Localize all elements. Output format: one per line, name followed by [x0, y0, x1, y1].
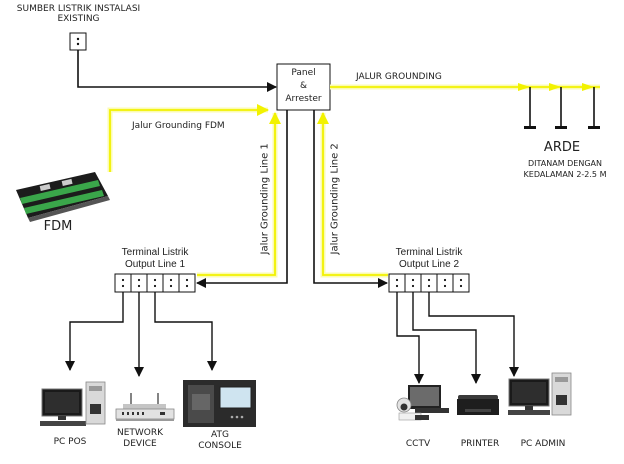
panel-label-line1: Panel	[291, 68, 316, 78]
terminal-1-label-line2: Output Line 1	[124, 259, 186, 270]
wire-pc-pos	[65, 292, 124, 371]
fdm-grounding-line	[107, 104, 269, 172]
wire-pc-admin	[428, 292, 519, 377]
grounding-line-1-label: Jalur Grounding Line 1	[259, 143, 271, 255]
wire-cctv	[396, 292, 424, 384]
terminal-block-1	[114, 273, 196, 293]
atg-console-label-line2: CONSOLE	[198, 441, 242, 451]
arde-note-line1: DITANAM DENGAN	[527, 159, 602, 168]
terminal-2-label-line2: Output Line 2	[398, 259, 460, 270]
power-line-1	[196, 110, 288, 288]
terminal-2-label-line1: Terminal Listrik	[395, 247, 463, 258]
wire-atg-console	[154, 292, 217, 371]
main-grounding-line	[330, 83, 600, 91]
pc-pos-label: PC POS	[53, 437, 87, 447]
terminal-block-2	[388, 273, 470, 293]
pc-pos-image	[40, 381, 106, 426]
network-device-label-line2: DEVICE	[123, 439, 157, 449]
main-grounding-label: JALUR GROUNDING	[356, 72, 442, 82]
source-wire	[77, 50, 277, 92]
arde-label: ARDE	[543, 140, 581, 155]
atg-console-image	[183, 380, 256, 427]
arde-note: DITANAM DENGAN KEDALAMAN 2-2.5 M	[515, 158, 615, 180]
wire-printer	[412, 292, 481, 384]
panel-label-line3: Arrester	[285, 94, 322, 104]
cctv-label: CCTV	[405, 439, 431, 449]
grounding-line-2-label: Jalur Grounding Line 2	[329, 143, 341, 255]
terminal-1-label: Terminal Listrik Output Line 1	[100, 247, 210, 271]
source-label: SUMBER LISTRIK INSTALASI EXISTING	[0, 4, 157, 24]
source-label-line2: EXISTING	[57, 14, 100, 24]
pc-admin-image	[508, 372, 572, 416]
fdm-path-label: Jalur Grounding FDM	[132, 121, 225, 131]
ground-rods	[524, 87, 600, 129]
printer-image	[457, 395, 499, 415]
terminal-1-label-line1: Terminal Listrik	[121, 247, 189, 258]
network-device-label: NETWORK DEVICE	[110, 428, 170, 450]
power-line-2	[313, 110, 388, 288]
atg-console-label-line1: ATG	[211, 430, 229, 440]
network-device-label-line1: NETWORK	[116, 428, 164, 438]
atg-console-label: ATG CONSOLE	[185, 430, 255, 452]
network-device-image	[115, 393, 175, 421]
panel-label-line2: &	[299, 81, 308, 91]
pc-admin-label: PC ADMIN	[520, 439, 566, 449]
source-label-line1: SUMBER LISTRIK INSTALASI	[16, 4, 141, 14]
fdm-label: FDM	[43, 219, 73, 234]
grounding-line-2	[317, 112, 388, 278]
fdm-board-image	[16, 172, 110, 222]
grounding-line-1	[197, 112, 281, 278]
terminal-2-label: Terminal Listrik Output Line 2	[374, 247, 484, 271]
source-socket	[69, 32, 87, 51]
panel-label: Panel & Arrester	[277, 67, 330, 106]
arde-note-line2: KEDALAMAN 2-2.5 M	[523, 170, 607, 179]
panel-arrester-box	[276, 63, 331, 111]
cctv-image	[396, 385, 449, 421]
printer-label: PRINTER	[460, 439, 500, 449]
